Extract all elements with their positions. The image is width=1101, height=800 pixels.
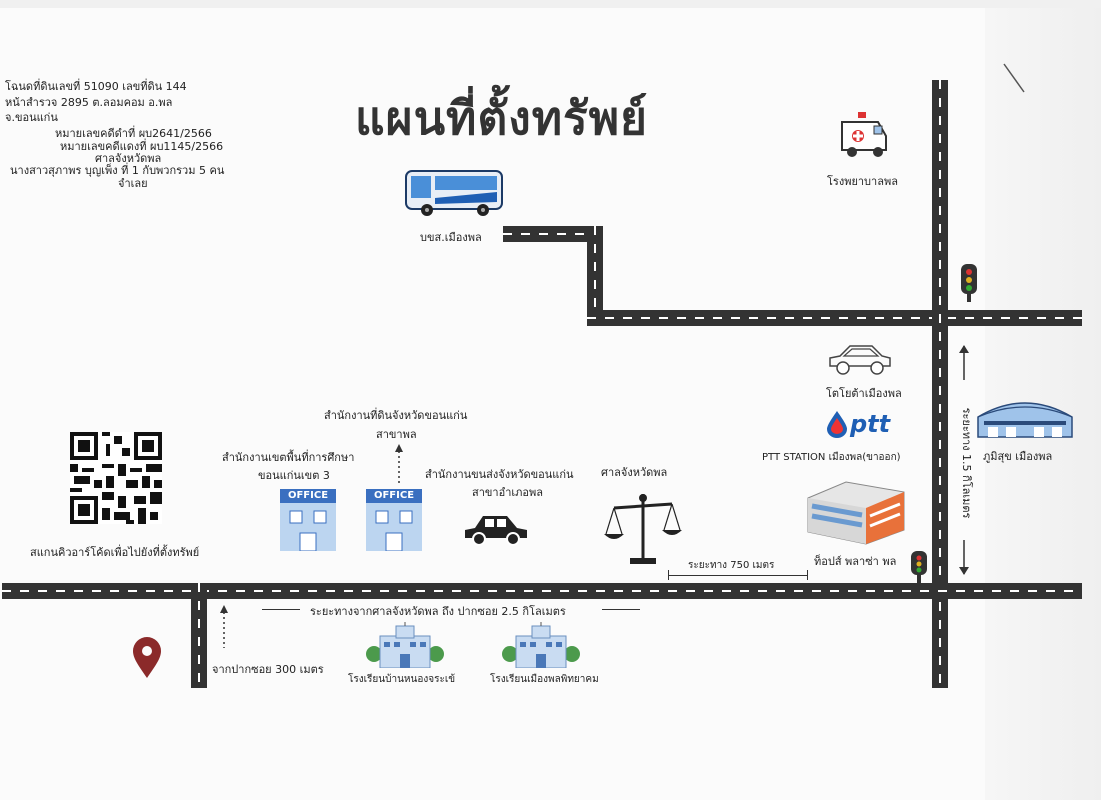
school-2-label: โรงเรียนเมืองพลพิทยาคม	[490, 674, 599, 685]
info-line-2: หน้าสำรวจ 2895 ต.ลอมคอม อ.พล	[5, 96, 173, 109]
office-icon: OFFICE	[366, 489, 422, 552]
court-distance-bar-end	[807, 570, 808, 580]
traffic-light-icon	[911, 551, 927, 583]
land-office-label: สำนักงานที่ดินจังหวัดขอนแก่น	[324, 409, 468, 422]
road-upper-horizontal	[587, 310, 1082, 326]
traffic-light-icon	[961, 264, 977, 302]
info-line-8: จำเลย	[118, 177, 148, 190]
transport-office-label-2: สาขาอำเภอพล	[472, 486, 543, 499]
arrow-up-dotted-icon	[395, 444, 403, 483]
map-pin-icon[interactable]	[132, 637, 162, 679]
road-soi	[191, 583, 207, 688]
toyota-label: โตโยต้าเมืองพล	[826, 387, 902, 400]
school-1-label: โรงเรียนบ้านหนองจระเข้	[348, 674, 456, 685]
info-line-5: หมายเลขคดีแดงที่ ผบ1145/2566	[60, 140, 224, 153]
bus-terminal-label: บขส.เมืองพล	[420, 231, 482, 244]
main-distance-line-right	[602, 609, 640, 610]
info-line-4: หมายเลขคดีดำที่ ผบ2641/2566	[55, 127, 212, 140]
court-label: ศาลจังหวัดพล	[601, 466, 668, 479]
qr-caption: สแกนคิวอาร์โค้ดเพื่อไปยังที่ตั้งทรัพย์	[30, 546, 200, 559]
ptt-drop-icon	[827, 411, 847, 438]
scan-edge	[985, 0, 1101, 800]
arrow-down-icon	[959, 540, 969, 575]
land-office-label-2: สาขาพล	[376, 428, 417, 441]
court-distance-bar-end	[668, 570, 669, 580]
road-bus-terminal	[503, 226, 603, 242]
transport-office-label: สำนักงานขนส่งจังหวัดขอนแก่น	[425, 468, 574, 481]
edu-office-label: สำนักงานเขตพื้นที่การศึกษา	[222, 451, 355, 464]
road-bus-vertical	[587, 226, 603, 326]
stadium-icon	[977, 402, 1073, 438]
court-distance-label: ระยะทาง 750 เมตร	[688, 560, 775, 571]
road-main-horizontal	[2, 583, 1082, 599]
road-main-vertical	[932, 80, 948, 688]
info-line-6: ศาลจังหวัดพล	[95, 152, 162, 165]
office-tag: OFFICE	[280, 489, 336, 503]
school-icon	[502, 622, 580, 668]
vertical-distance-label: ระยะทาง 1.5 กิโลเมตร	[960, 407, 973, 519]
scan-mark	[1003, 63, 1025, 93]
car-icon	[465, 516, 527, 546]
scales-icon	[604, 494, 682, 564]
qr-code[interactable]	[70, 432, 162, 524]
hospital-label: โรงพยาบาลพล	[827, 175, 898, 188]
bus-icon	[405, 170, 503, 216]
main-distance-line-left	[262, 609, 300, 610]
office-tag: OFFICE	[366, 489, 422, 503]
ptt-station-label: PTT STATION เมืองพล(ขาออก)	[762, 452, 901, 463]
homepro-label: ภูมิสุข เมืองพล	[983, 450, 1053, 463]
main-distance-label: ระยะทางจากศาลจังหวัดพล ถึง ปากซอย 2.5 กิ…	[310, 605, 566, 618]
ambulance-icon	[841, 112, 887, 157]
court-distance-bar	[668, 575, 808, 576]
scan-top	[0, 0, 1101, 8]
arrow-up-dotted-icon	[220, 605, 228, 648]
office-icon: OFFICE	[280, 489, 336, 552]
car-outline-icon	[829, 345, 891, 375]
ptt-logo: ptt	[850, 410, 891, 438]
info-line-1: โฉนดที่ดินเลขที่ 51090 เลขที่ดิน 144	[5, 80, 187, 93]
info-line-3: จ.ขอนแก่น	[5, 111, 58, 124]
soi-distance-label: จากปากซอย 300 เมตร	[212, 663, 324, 676]
shopping-mall-icon	[807, 481, 905, 545]
map-title: แผนที่ตั้งทรัพย์	[355, 91, 649, 145]
edu-office-label-2: ขอนแก่นเขต 3	[258, 469, 330, 482]
tops-plaza-label: ท็อปส์ พลาซ่า พล	[814, 555, 897, 568]
info-line-7: นางสาวสุภาพร บุญเพ็ง ที่ 1 กับพวกรวม 5 ค…	[10, 164, 225, 177]
arrow-up-icon	[959, 345, 969, 380]
school-icon	[366, 622, 444, 668]
